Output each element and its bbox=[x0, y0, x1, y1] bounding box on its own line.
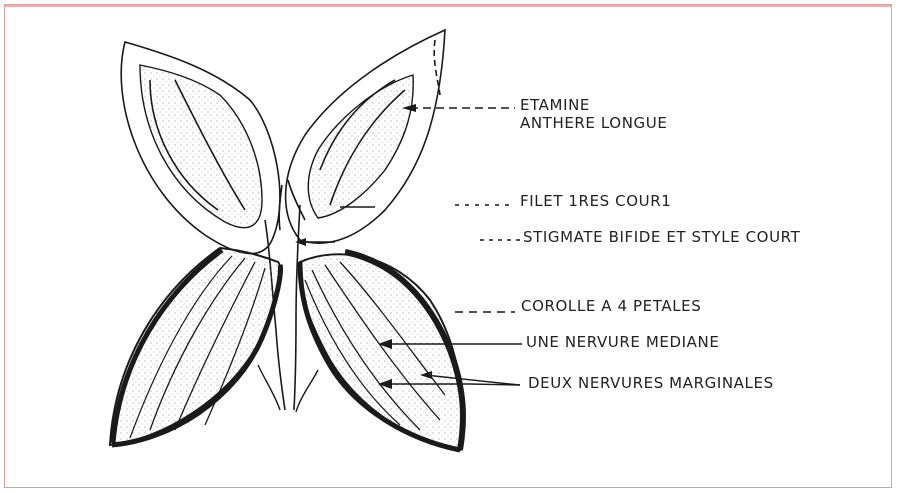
label-nervures-marginales: DEUX NERVURES MARGINALES bbox=[528, 374, 774, 392]
petal-lower-left bbox=[110, 248, 280, 445]
petal-lower-right bbox=[300, 252, 463, 450]
pedicels bbox=[258, 365, 318, 412]
label-filet: FILET 1RES COUR1 bbox=[520, 192, 671, 210]
anther-left bbox=[121, 42, 280, 254]
label-stigmate: STIGMATE BIFIDE ET STYLE COURT bbox=[523, 228, 800, 246]
label-anthere-longue: ANTHERE LONGUE bbox=[520, 114, 667, 132]
label-nervure-mediane: UNE NERVURE MEDIANE bbox=[526, 333, 719, 351]
label-etamine: ETAMINE bbox=[520, 96, 590, 114]
anther-right bbox=[286, 30, 445, 243]
label-corolle: COROLLE A 4 PETALES bbox=[521, 297, 701, 315]
